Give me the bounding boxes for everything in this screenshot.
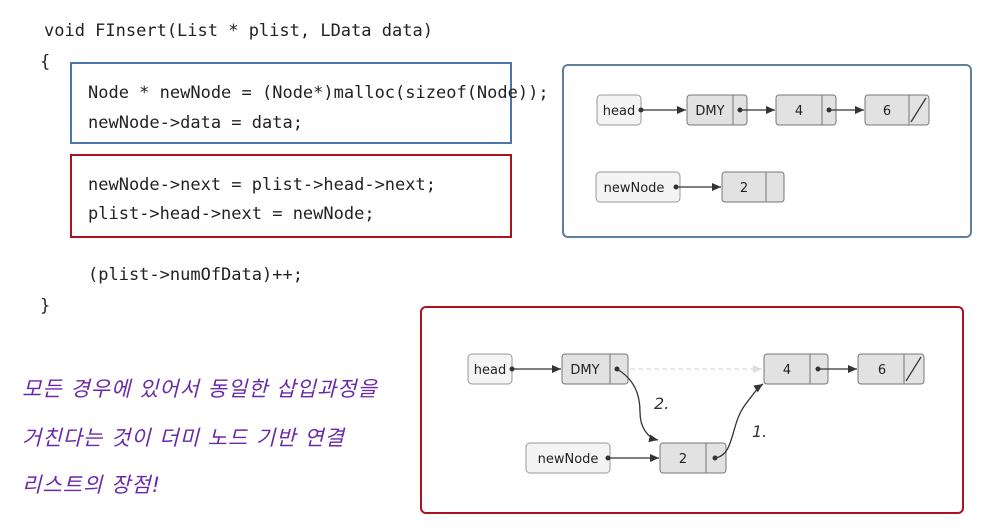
step-1-label: 1. <box>752 422 767 441</box>
node-2: 2 <box>721 171 785 203</box>
node-6-after: 6 <box>857 353 925 385</box>
head-pointer-box: head <box>596 94 642 126</box>
code-line-malloc: Node * newNode = (Node*)malloc(sizeof(No… <box>88 83 549 103</box>
code-open-brace: { <box>40 52 51 72</box>
code-line-head-next: plist->head->next = newNode; <box>88 204 375 224</box>
code-close-brace: } <box>40 296 51 316</box>
node-4-label-after: 4 <box>783 363 791 378</box>
note-line-2: 거친다는 것이 더미 노드 기반 연결 <box>22 426 345 450</box>
step-2-arrow <box>616 368 659 443</box>
code-signature: void FInsert(List * plist, LData data) <box>44 21 433 41</box>
step-1-arrow <box>714 383 764 459</box>
node-2-label-after: 2 <box>679 452 687 467</box>
code-line-next: newNode->next = plist->head->next; <box>88 175 436 195</box>
node-4-label: 4 <box>795 104 803 119</box>
node-6-label: 6 <box>883 104 891 119</box>
head-pointer-box-after: head <box>467 353 513 385</box>
code-line-count: (plist->numOfData)++; <box>88 265 303 285</box>
newnode-pointer-box: newNode <box>595 171 681 203</box>
dmy-node-after: DMY <box>561 353 629 385</box>
note-line-3: 리스트의 장점! <box>22 473 162 497</box>
step-2-label: 2. <box>654 394 669 413</box>
code-box-allocation <box>70 62 512 144</box>
node-2-label: 2 <box>740 181 748 196</box>
code-box-link <box>70 154 512 238</box>
diagram-after-panel <box>420 306 964 514</box>
head-label: head <box>603 104 635 119</box>
diagram-before-panel <box>562 64 972 238</box>
head-label-after: head <box>474 363 506 378</box>
dmy-label: DMY <box>695 104 724 119</box>
node-2-after: 2 <box>659 442 727 474</box>
code-line-data: newNode->data = data; <box>88 113 303 133</box>
note-line-1: 모든 경우에 있어서 동일한 삽입과정을 <box>22 377 378 401</box>
dmy-label-after: DMY <box>570 363 599 378</box>
newnode-label: newNode <box>604 181 665 196</box>
newnode-pointer-box-after: newNode <box>525 442 611 474</box>
newnode-label-after: newNode <box>538 452 599 467</box>
node-6: 6 <box>864 94 930 126</box>
node-6-label-after: 6 <box>878 363 886 378</box>
